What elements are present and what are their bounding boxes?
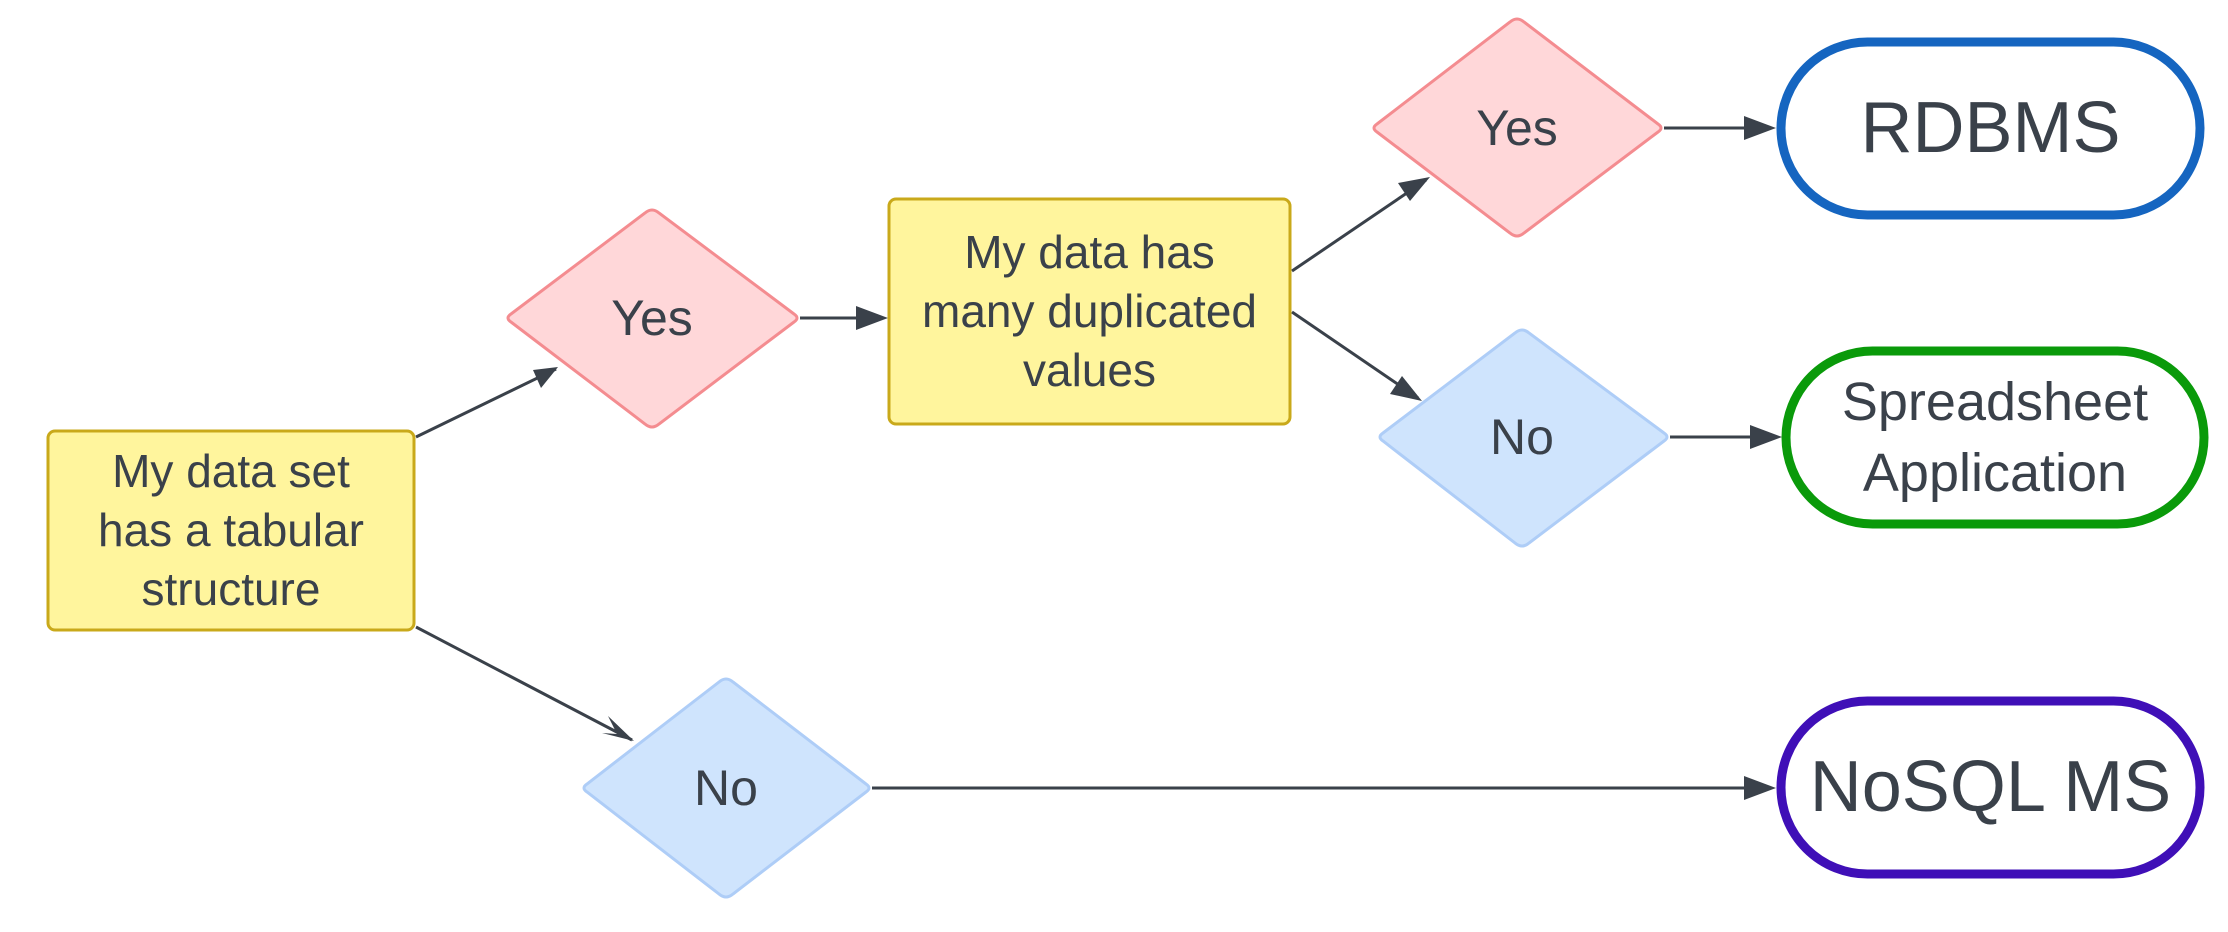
no-label-2: No <box>1490 409 1554 465</box>
arrowhead-2 <box>602 716 634 741</box>
arrowhead-3 <box>856 306 888 330</box>
edge-duplicates-to-yes <box>1291 178 1427 273</box>
yes-label-1: Yes <box>611 290 693 346</box>
duplicates-box <box>887 197 1292 426</box>
arrowhead-6 <box>1744 116 1776 140</box>
nosql-label: NoSQL MS <box>1809 747 2172 828</box>
spreadsheet-label: Spreadsheet Application <box>1841 372 2149 503</box>
start-box <box>46 429 416 632</box>
yes-decision-2 <box>1372 17 1663 238</box>
no-decision-1 <box>582 677 871 899</box>
nosql-terminal <box>1776 696 2205 879</box>
arrowheads <box>533 116 1782 800</box>
spreadsheet-terminal <box>1781 346 2209 529</box>
start-label: My data set has a tabular structure <box>98 445 364 615</box>
connectors <box>415 126 1778 790</box>
arrowhead-1 <box>533 367 558 388</box>
yes-label-2: Yes <box>1476 100 1558 156</box>
no-decision-2 <box>1378 328 1669 548</box>
arrowhead-7 <box>1750 425 1782 449</box>
arrowhead-5 <box>1390 376 1422 401</box>
edge-start-to-yes <box>415 367 557 439</box>
rdbms-label: RDBMS <box>1860 88 2121 169</box>
duplicates-label: My data has many duplicated values <box>922 226 1257 396</box>
yes-decision-1 <box>506 208 799 429</box>
arrowhead-8 <box>1744 776 1776 800</box>
arrowhead-4 <box>1398 177 1430 201</box>
no-label-1: No <box>694 760 758 816</box>
edge-start-to-no <box>415 625 633 742</box>
rdbms-terminal <box>1776 37 2205 220</box>
